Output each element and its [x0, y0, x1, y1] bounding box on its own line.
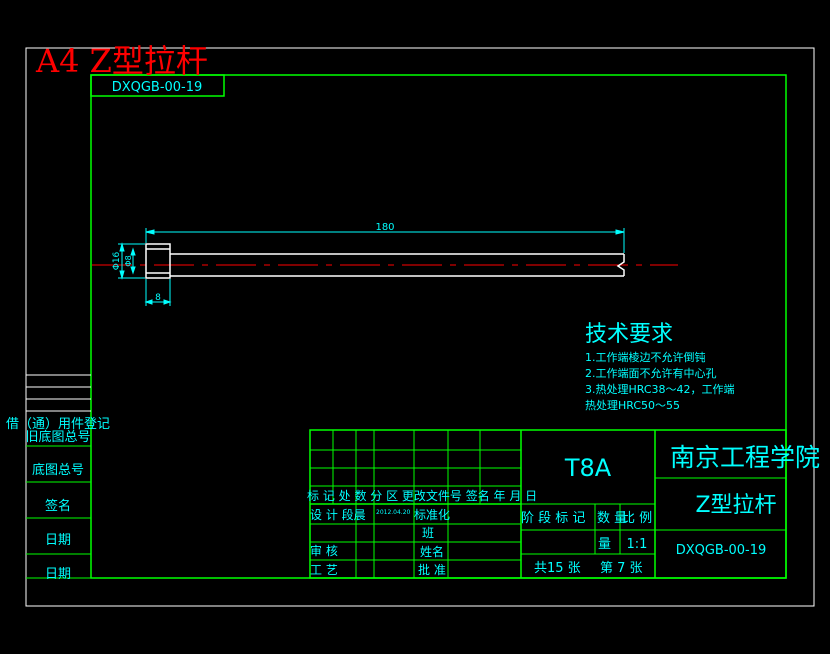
dimension-dia-outer [118, 242, 145, 280]
part-outline [145, 243, 625, 279]
tech-req-line-3: 3.热处理HRC38～42，工作端 [585, 383, 735, 396]
dimension-dia-outer-label: Φ16 [112, 251, 122, 270]
dimension-dia-inner-label: Φ8 [124, 255, 133, 266]
stamp-label-6: 日期 [45, 567, 71, 582]
standardized-label: 标准化 [414, 508, 450, 522]
process-label: 工 艺 [310, 563, 338, 577]
weight-header: 数 量 [597, 511, 627, 526]
tech-req-title: 技术要求 [585, 322, 673, 347]
outer-frame [25, 47, 815, 607]
top-number-box [90, 74, 225, 97]
design-row: 设 计 段晨 [310, 507, 366, 522]
drawing-number: DXQGB-00-19 [676, 543, 767, 558]
approve-label: 批 准 [418, 562, 446, 577]
stamp-label-2: 旧底图总号 [25, 429, 90, 445]
header-title: A4 Z型拉杆 [35, 42, 208, 80]
title-block-lines [309, 429, 787, 579]
review-label: 审 核 [310, 543, 338, 558]
top-drawing-number: DXQGB-00-19 [112, 80, 203, 95]
scale-value: 1:1 [627, 537, 648, 552]
class-label: 班 [422, 526, 434, 540]
stamp-label-3: 底图总号 [32, 462, 84, 478]
name-label: 姓名 [420, 544, 444, 559]
stamp-label-1: 借（通）用件登记 [6, 417, 110, 432]
left-stamp [26, 374, 91, 579]
tech-req-line-2: 2.工作端面不允许有中心孔 [585, 366, 717, 380]
sheets-total: 共15 张 [534, 561, 581, 576]
stage-header: 阶 段 标 记 [521, 511, 585, 526]
tech-req-line-1: 1.工作端棱边不允许倒钝 [585, 350, 706, 364]
dimension-length-label: 180 [375, 222, 394, 233]
dimension-head-width-label: 8 [155, 293, 161, 303]
dimension-head-width [144, 279, 172, 306]
revision-header: 标 记 处 数 分 区 更改文件号 签名 年 月 日 [307, 488, 537, 503]
sheet-number: 第 7 张 [600, 561, 643, 576]
scale-header: 比 例 [622, 511, 652, 526]
design-date: 2012.04.20 [376, 509, 411, 516]
school-name: 南京工程学院 [670, 443, 820, 472]
material-label: T8A [564, 454, 612, 482]
part-name: Z型拉杆 [695, 493, 776, 518]
quantity-label: 量 [598, 537, 611, 552]
stamp-label-4: 签名 [45, 498, 71, 514]
stamp-label-5: 日期 [45, 533, 71, 548]
dimension-length [145, 228, 625, 253]
tech-req-line-4: 热处理HRC50～55 [585, 399, 680, 412]
